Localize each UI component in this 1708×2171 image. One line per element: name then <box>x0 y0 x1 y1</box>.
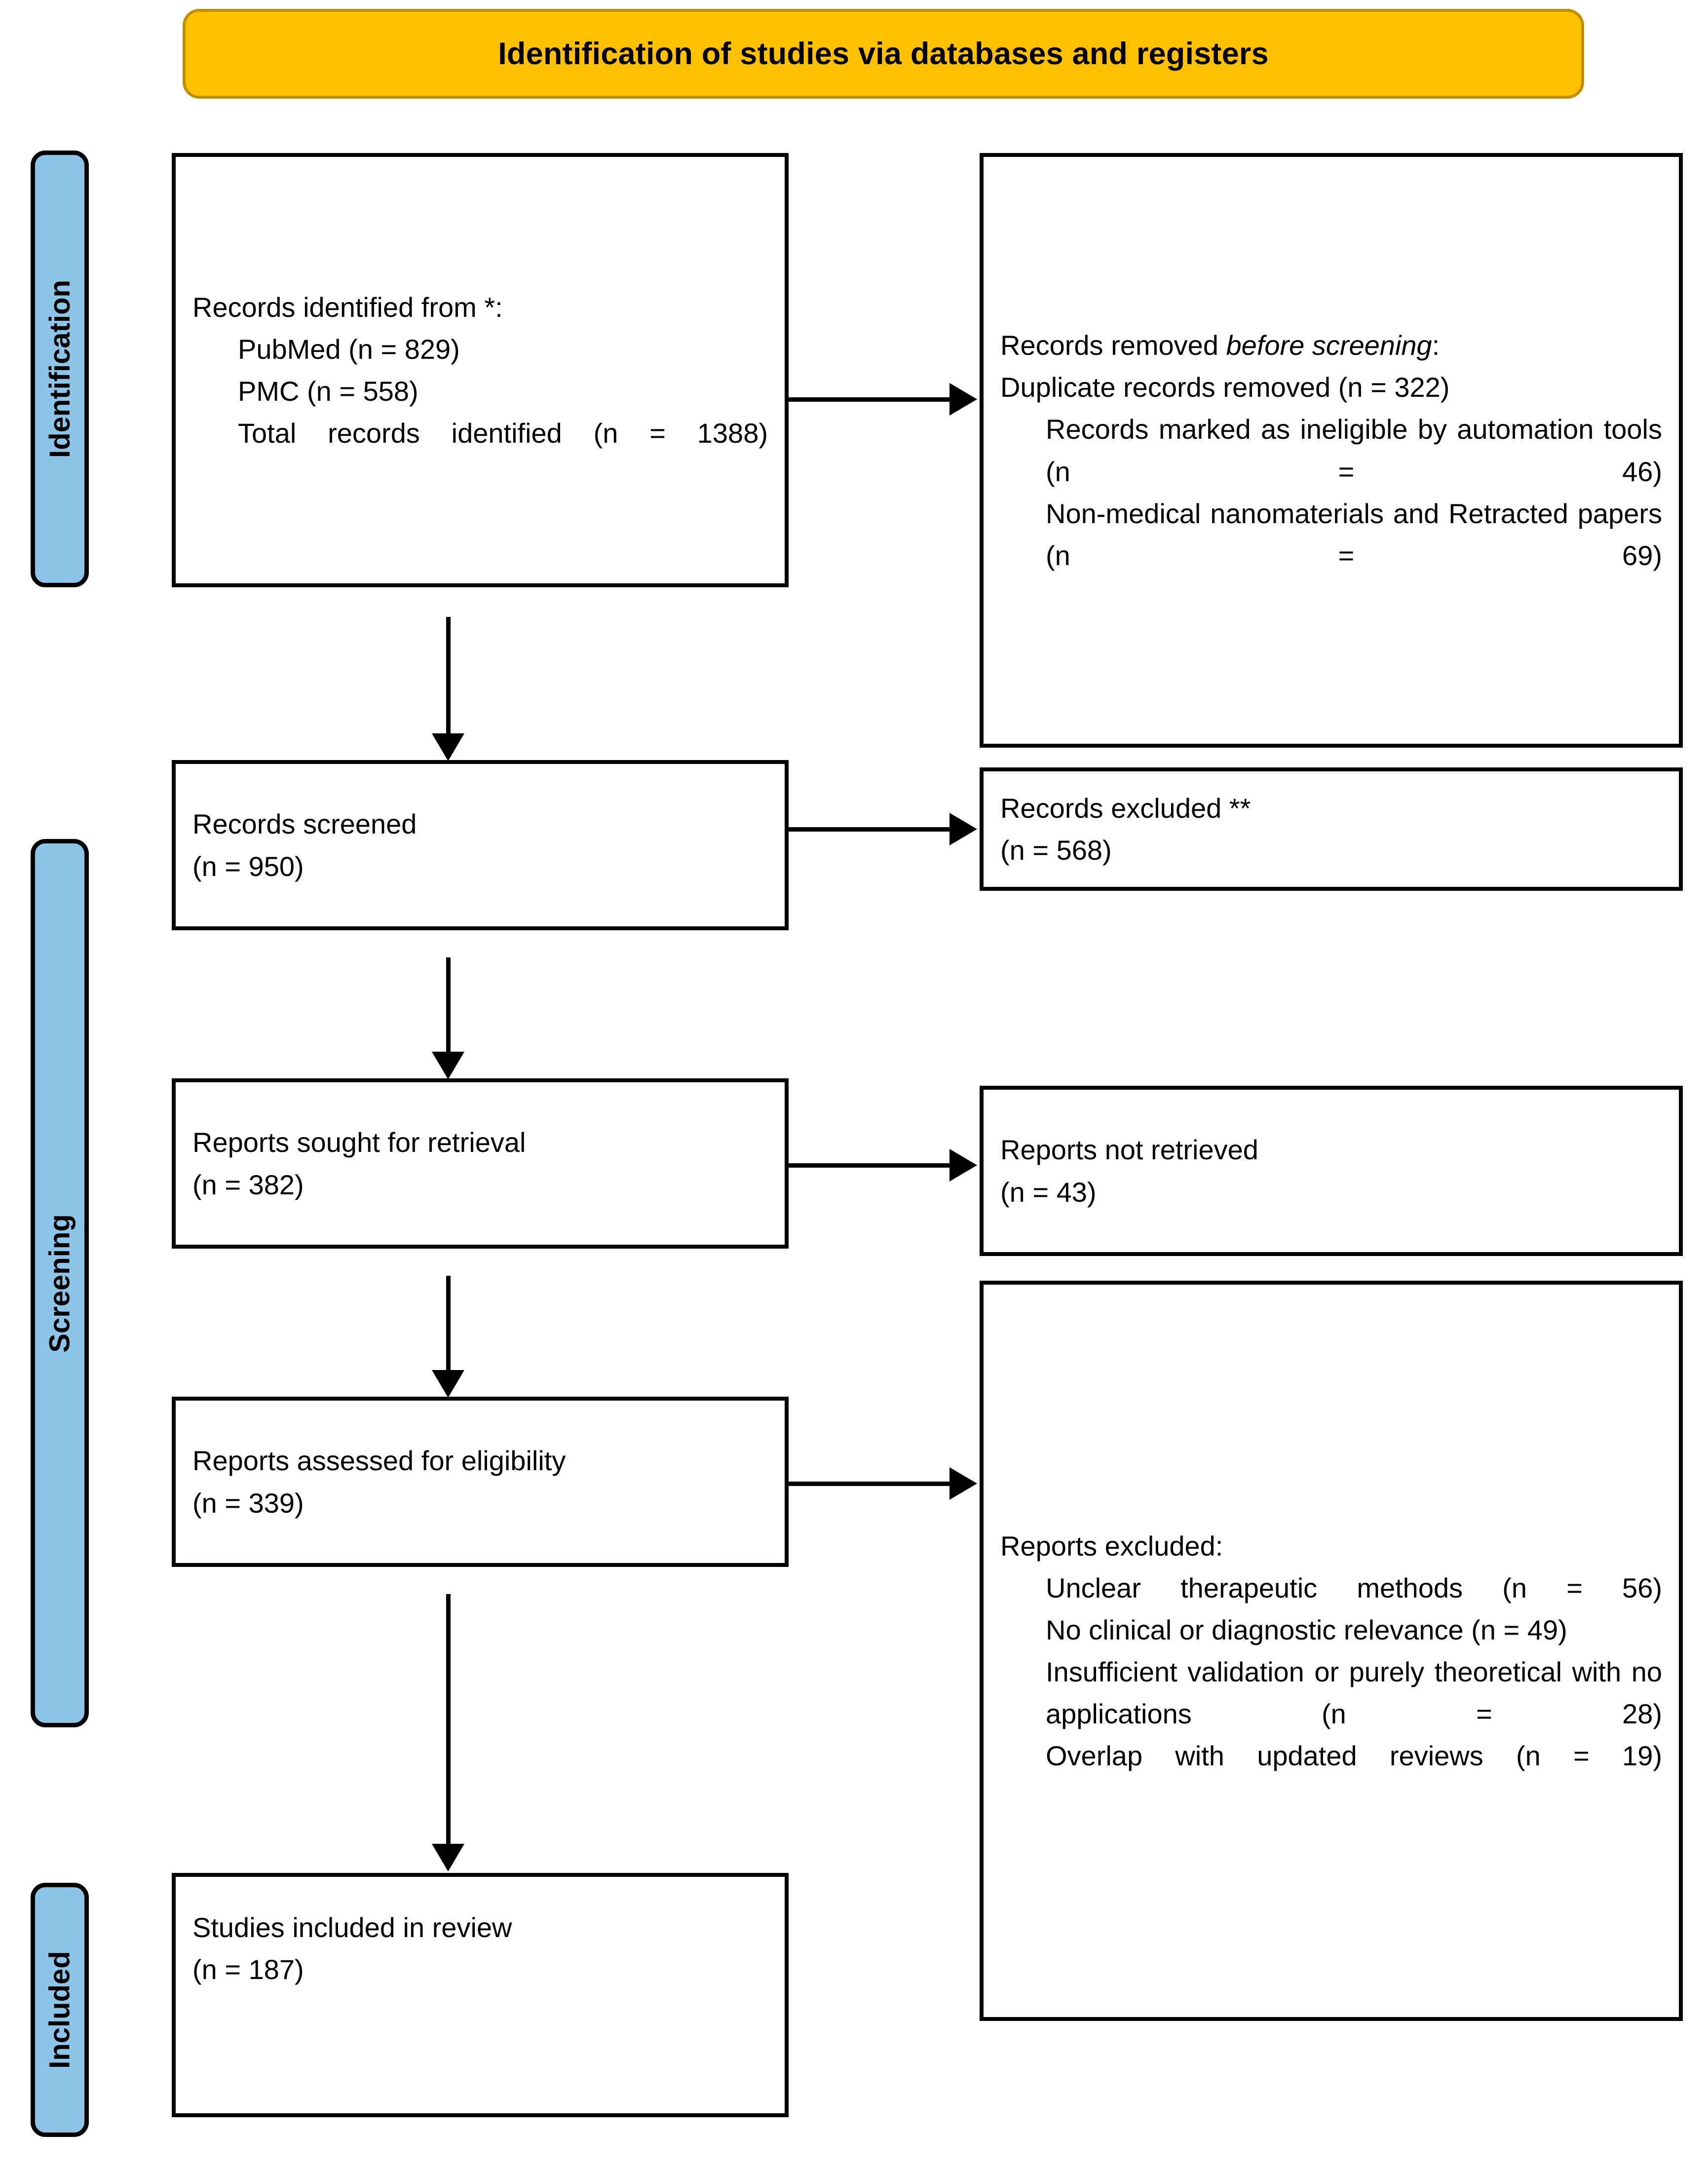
arrow-sought-to-not-retrieved <box>789 1149 977 1181</box>
records-identified-source-pmc: PMC (n = 558) <box>238 376 418 407</box>
arrow-screened-to-sought <box>432 957 464 1079</box>
records-identified-heading: Records identified from *: <box>192 291 503 323</box>
box-reports-assessed: Reports assessed for eligibility (n = 33… <box>172 1397 789 1567</box>
arrow-assessed-to-reports-excluded <box>789 1467 977 1500</box>
arrow-identified-to-removed <box>789 383 977 416</box>
reports-assessed-label: Reports assessed for eligibility <box>192 1445 566 1477</box>
banner-title: Identification of studies via databases … <box>498 37 1269 71</box>
records-removed-heading-prefix: Records removed <box>1000 330 1226 361</box>
box-reports-excluded: Reports excluded: Unclear therapeutic me… <box>980 1281 1683 2021</box>
reports-assessed-count: (n = 339) <box>192 1487 304 1519</box>
records-excluded-label: Records excluded ** <box>1000 792 1251 824</box>
records-removed-automation: Records marked as ineligible by automati… <box>1046 414 1670 487</box>
stage-tab-screening-label: Screening <box>43 1214 76 1353</box>
reports-not-retrieved-count: (n = 43) <box>1000 1176 1097 1208</box>
stage-tab-identification: Identification <box>31 151 89 587</box>
studies-included-label: Studies included in review <box>192 1912 512 1943</box>
records-excluded-count: (n = 568) <box>1000 835 1112 866</box>
records-screened-count: (n = 950) <box>192 850 304 882</box>
reports-excluded-heading: Reports excluded: <box>1000 1530 1223 1562</box>
arrow-identified-to-screened <box>432 617 464 761</box>
records-identified-total: Total records identified (n = 1388) <box>238 418 768 449</box>
reports-not-retrieved-label: Reports not retrieved <box>1000 1134 1258 1166</box>
records-removed-heading: Records removed before screening: <box>1000 324 1662 366</box>
box-reports-sought: Reports sought for retrieval (n = 382) <box>172 1078 789 1249</box>
box-records-removed: Records removed before screening: Duplic… <box>980 153 1683 748</box>
box-records-excluded: Records excluded ** (n = 568) <box>980 767 1683 891</box>
box-reports-not-retrieved: Reports not retrieved (n = 43) <box>980 1086 1683 1256</box>
records-removed-duplicates: Duplicate records removed (n = 322) <box>1000 372 1450 403</box>
diagram-banner: Identification of studies via databases … <box>183 9 1584 99</box>
records-removed-nonmedical: Non-medical nanomaterials and Retracted … <box>1046 497 1670 571</box>
reports-excluded-reason-overlap: Overlap with updated reviews (n = 19) <box>1046 1740 1662 1772</box>
records-removed-heading-italic: before screening <box>1226 330 1432 361</box>
reports-excluded-reason-relevance: No clinical or diagnostic relevance (n =… <box>1046 1614 1567 1645</box>
arrow-screened-to-records-excluded <box>789 813 977 845</box>
studies-included-count: (n = 187) <box>192 1954 304 1985</box>
reports-excluded-reason-unclear: Unclear therapeutic methods (n = 56) <box>1046 1572 1662 1603</box>
reports-sought-label: Reports sought for retrieval <box>192 1127 526 1158</box>
box-records-identified: Records identified from *: PubMed (n = 8… <box>172 153 789 587</box>
box-studies-included: Studies included in review (n = 187) <box>172 1873 789 2117</box>
records-removed-heading-suffix: : <box>1432 330 1440 361</box>
stage-tab-screening: Screening <box>31 839 89 1727</box>
stage-tab-included-label: Included <box>43 1951 76 2069</box>
stage-tab-identification-label: Identification <box>43 280 76 458</box>
reports-excluded-reason-validation: Insufficient validation or purely theore… <box>1046 1656 1670 1730</box>
box-records-screened: Records screened (n = 950) <box>172 760 789 930</box>
arrow-sought-to-assessed <box>432 1276 464 1398</box>
reports-sought-count: (n = 382) <box>192 1169 304 1200</box>
records-identified-source-pubmed: PubMed (n = 829) <box>238 333 460 365</box>
arrow-assessed-to-included <box>432 1594 464 1871</box>
stage-tab-included: Included <box>31 1883 89 2137</box>
records-screened-label: Records screened <box>192 808 417 840</box>
